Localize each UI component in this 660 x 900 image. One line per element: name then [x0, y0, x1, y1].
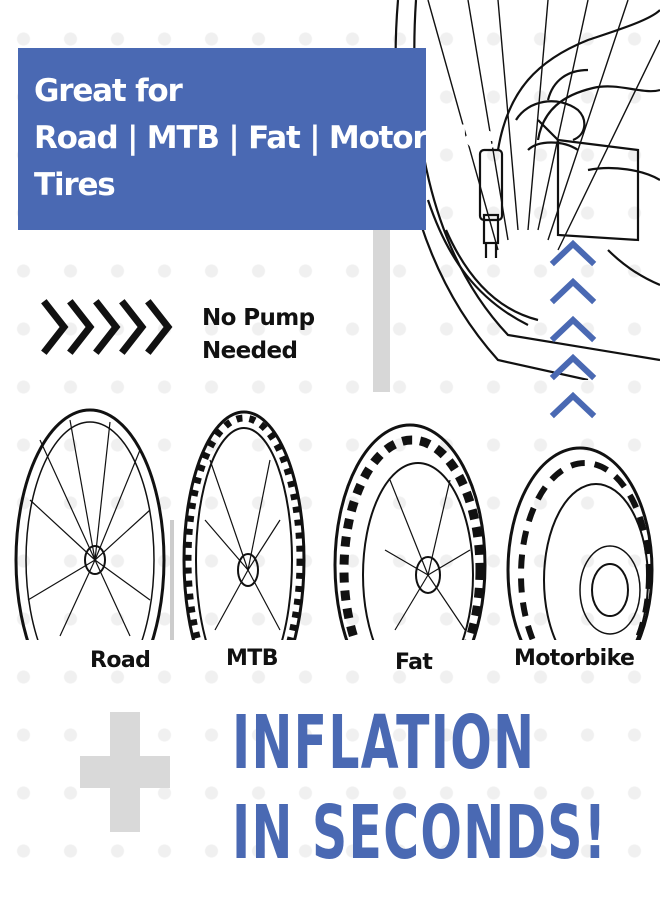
chevrons-right-icon [41, 299, 173, 355]
banner-line-2: Road | MTB | Fat | Motorbike [34, 120, 496, 156]
headline-line-2: IN SECONDS! [232, 790, 608, 876]
road-tire-icon [14, 408, 174, 640]
tire-label-mtb: MTB [226, 646, 278, 671]
headline-line-1: INFLATION [232, 700, 536, 786]
decorative-bar [373, 205, 390, 392]
plus-icon [80, 712, 170, 832]
tire-label-motorbike: Motorbike [514, 646, 635, 671]
no-pump-needed-text: No Pump Needed [202, 302, 315, 368]
hand-inflator-illustration [394, 0, 660, 380]
no-pump-line-1: No Pump [202, 305, 315, 331]
banner-line-3: Tires [34, 167, 116, 203]
tire-label-fat: Fat [395, 650, 433, 675]
no-pump-line-2: Needed [202, 338, 298, 364]
tire-types-banner: Great for Road | MTB | Fat | Motorbike T… [18, 48, 496, 230]
banner-line-1: Great for [34, 73, 183, 109]
mtb-tire-icon [182, 410, 306, 640]
fat-tire-icon [333, 423, 487, 640]
motorbike-tire-icon [506, 446, 654, 640]
tire-label-road: Road [90, 648, 151, 673]
tire-illustrations [14, 408, 654, 640]
chevrons-up-icon [549, 239, 597, 419]
